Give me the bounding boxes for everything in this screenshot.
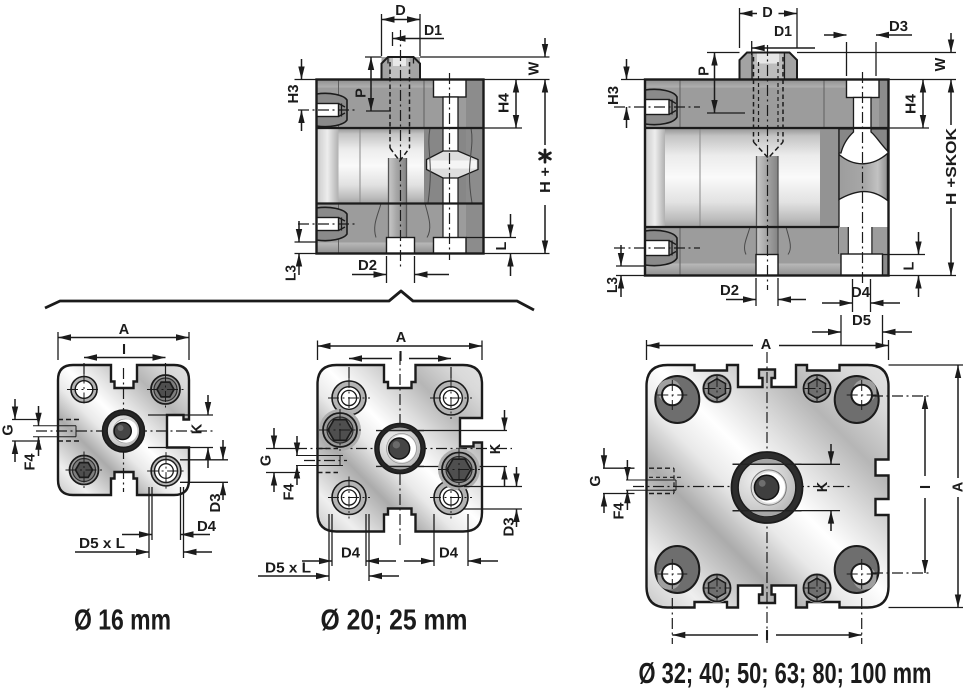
svg-text:K: K [815,481,831,492]
svg-text:D3: D3 [889,19,908,35]
svg-text:Ø 16 mm: Ø 16 mm [74,605,171,637]
svg-text:D: D [395,3,405,19]
svg-text:K: K [488,443,504,454]
svg-text:A: A [761,337,772,353]
svg-text:F4: F4 [23,454,39,471]
svg-text:H4: H4 [497,93,513,113]
svg-text:Ø 20; 25 mm: Ø 20; 25 mm [321,605,468,637]
svg-text:A: A [396,330,407,346]
svg-text:D2: D2 [720,283,739,299]
svg-text:D5 x L: D5 x L [265,561,311,577]
svg-text:F4: F4 [612,503,628,520]
svg-text:G: G [259,455,275,466]
svg-text:F4: F4 [282,484,298,501]
svg-text:H +SKOK: H +SKOK [944,127,960,205]
svg-text:A: A [951,481,967,492]
svg-text:D3: D3 [208,494,224,513]
svg-text:D5: D5 [852,313,871,329]
svg-text:D3: D3 [502,518,518,537]
svg-text:L: L [494,241,510,250]
svg-text:L: L [902,261,918,270]
svg-text:D2: D2 [358,258,377,274]
svg-text:I: I [122,342,126,358]
svg-text:P: P [697,66,713,76]
svg-text:P: P [354,88,370,98]
svg-text:K: K [190,423,206,434]
svg-text:I: I [765,628,769,644]
svg-text:L3: L3 [284,265,300,281]
svg-text:D5 x L: D5 x L [79,536,125,552]
svg-text:D4: D4 [341,546,360,562]
svg-text:D4: D4 [439,546,458,562]
svg-text:D4: D4 [197,519,216,535]
svg-text:L3: L3 [605,277,621,293]
svg-text:D: D [762,5,772,21]
svg-text:D1: D1 [774,24,792,40]
svg-text:H3: H3 [286,85,302,104]
svg-text:H3: H3 [606,86,622,105]
svg-text:H4: H4 [904,94,920,114]
svg-text:G: G [588,475,604,486]
svg-text:G: G [1,424,17,435]
svg-text:H +: H + [538,167,554,193]
svg-text:D1: D1 [424,23,442,39]
svg-text:I: I [398,349,402,365]
svg-text:I: I [918,485,934,489]
svg-text:W: W [933,57,949,71]
svg-text:A: A [119,322,130,338]
svg-text:D4: D4 [851,285,870,301]
svg-text:Ø 32; 40; 50; 63; 80; 100 mm: Ø 32; 40; 50; 63; 80; 100 mm [639,658,932,690]
svg-text:W: W [527,61,543,75]
